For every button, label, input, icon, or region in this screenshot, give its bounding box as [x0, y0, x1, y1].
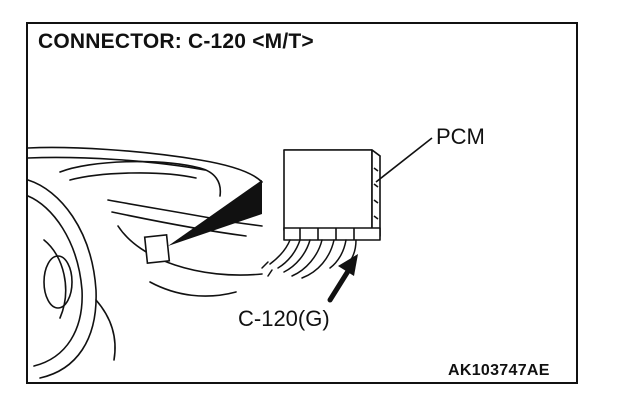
connector-pointer-arrow	[327, 254, 358, 303]
connector-label: C-120(G)	[238, 306, 330, 331]
pcm-leader-line	[375, 137, 433, 183]
pcm-module	[283, 149, 381, 241]
pcm-label: PCM	[436, 124, 485, 149]
dashboard-illustration	[27, 146, 263, 379]
wiring-harness	[261, 239, 357, 279]
dash-connector-location	[143, 234, 171, 264]
figure-id: AK103747AE	[448, 362, 550, 379]
connector-callout-wedge	[168, 180, 262, 246]
diagram-title: CONNECTOR: C-120 <M/T>	[38, 30, 314, 53]
